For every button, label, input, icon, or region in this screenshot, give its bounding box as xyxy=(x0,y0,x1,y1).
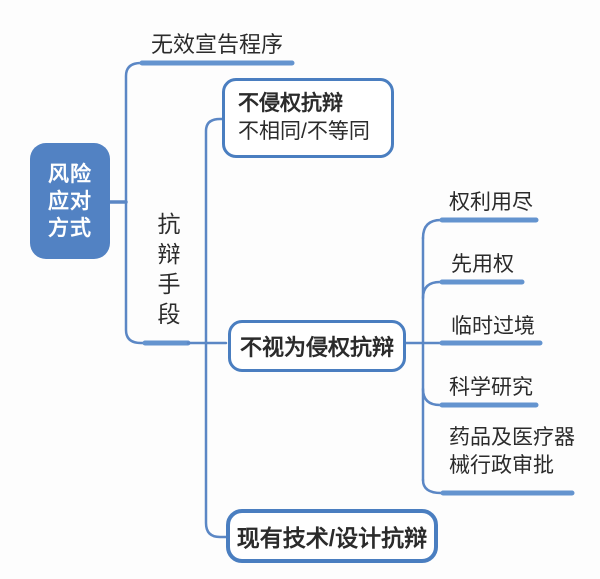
rail-to-prior-art xyxy=(204,341,229,539)
leaf-drug-medical-device-approval: 药品及医疗器械行政审批 xyxy=(449,426,575,477)
branch-label-defense-means: 抗辩手段 xyxy=(154,212,180,332)
branch-down-curve xyxy=(124,200,146,345)
root-node-risk-response: 风险 应对 方式 xyxy=(30,143,110,259)
leaf-rights-exhaustion: 权利用尽 xyxy=(449,191,533,214)
node-title: 不侵权抗辩 xyxy=(238,92,343,115)
rail-to-non-infringement xyxy=(204,117,225,345)
node-subtitle: 不相同/不等同 xyxy=(238,120,370,143)
node-title: 现有技术/设计抗辩 xyxy=(236,525,428,551)
branch-up-curve xyxy=(124,61,143,204)
curve-leaf-1 xyxy=(421,218,443,240)
curve-leaf-5 xyxy=(421,478,443,495)
leaf-prior-use-right: 先用权 xyxy=(451,253,514,276)
leaf-scientific-research: 科学研究 xyxy=(449,376,533,399)
node-title: 不视为侵权抗辩 xyxy=(239,335,394,360)
node-non-infringement-defense: 不侵权抗辩 不相同/不等同 xyxy=(222,78,394,158)
branch-label-invalidation-procedure: 无效宣告程序 xyxy=(151,32,284,57)
leaf-temporary-transit: 临时过境 xyxy=(451,315,535,338)
root-node-line: 风险 xyxy=(48,162,92,186)
root-node-line: 应对 xyxy=(48,189,92,213)
node-not-deemed-infringement-defense: 不视为侵权抗辩 xyxy=(228,320,406,372)
curve-leaf-4 xyxy=(421,387,442,407)
curve-leaf-2 xyxy=(421,280,442,300)
root-node-line: 方式 xyxy=(48,216,92,240)
node-prior-art-design-defense: 现有技术/设计抗辩 xyxy=(226,509,438,563)
